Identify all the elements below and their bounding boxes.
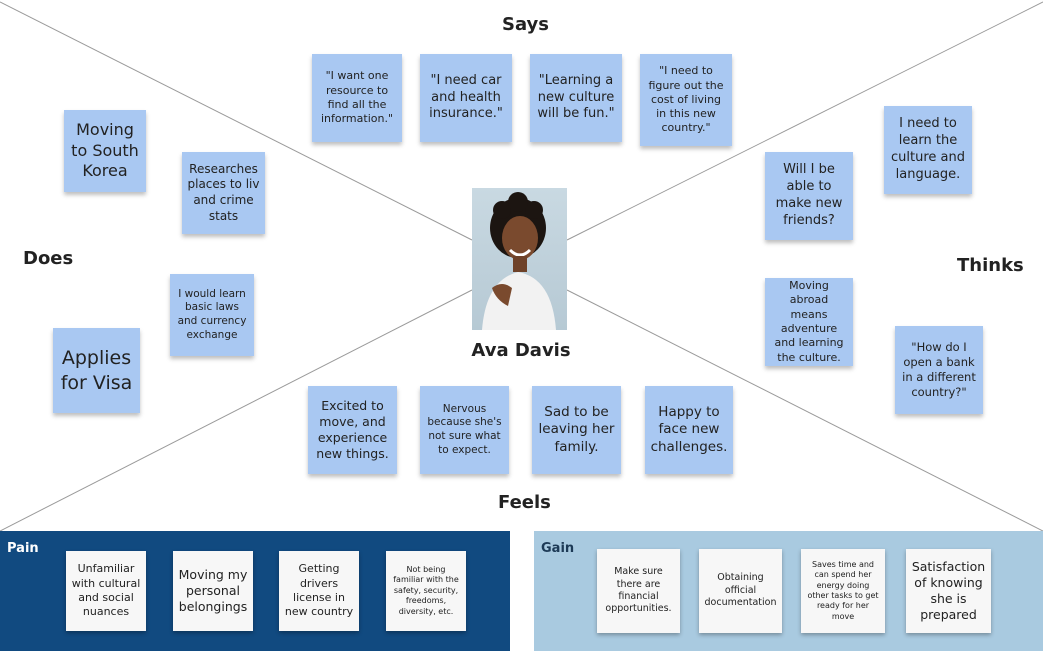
divider-line-bottom-left	[0, 289, 473, 532]
thinks-note: Will I be able to make new friends?	[765, 152, 853, 240]
pain-title: Pain	[7, 541, 39, 556]
feels-label: Feels	[498, 492, 551, 513]
feels-note: Excited to move, and experience new thin…	[308, 386, 397, 474]
gain-note: Make sure there are financial opportunit…	[597, 549, 680, 633]
says-note: "I want one resource to find all the inf…	[312, 54, 402, 142]
does-note: I would learn basic laws and currency ex…	[170, 274, 254, 356]
gain-note: Satisfaction of knowing she is prepared	[906, 549, 991, 633]
pain-note: Not being familiar with the safety, secu…	[386, 551, 466, 631]
gain-title: Gain	[541, 541, 575, 556]
persona-name: Ava Davis	[471, 340, 571, 361]
divider-line-top-left	[0, 1, 473, 241]
persona-illustration	[482, 192, 556, 330]
feels-note: Nervous because she's not sure what to e…	[420, 386, 509, 474]
says-note: "Learning a new culture will be fun."	[530, 54, 622, 142]
does-label: Does	[23, 248, 74, 269]
says-note: "I need car and health insurance."	[420, 54, 512, 142]
thinks-note: "How do I open a bank in a different cou…	[895, 326, 983, 414]
does-note: Moving to South Korea	[64, 110, 146, 192]
does-note: Applies for Visa	[53, 328, 140, 413]
gain-note: Saves time and can spend her energy doin…	[801, 549, 885, 633]
thinks-note: Moving abroad means adventure and learni…	[765, 278, 853, 366]
pain-note: Moving my personal belongings	[173, 551, 253, 631]
gain-note: Obtaining official documentation	[699, 549, 782, 633]
thinks-note: I need to learn the culture and language…	[884, 106, 972, 194]
thinks-label: Thinks	[957, 255, 1024, 276]
pain-note: Getting drivers license in new country	[279, 551, 359, 631]
says-label: Says	[502, 14, 550, 35]
feels-note: Happy to face new challenges.	[645, 386, 733, 474]
persona-photo	[472, 188, 567, 330]
does-note: Researches places to liv and crime stats	[182, 152, 265, 234]
pain-note: Unfamiliar with cultural and social nuan…	[66, 551, 146, 631]
feels-note: Sad to be leaving her family.	[532, 386, 621, 474]
divider-line-bottom-right	[566, 289, 1043, 532]
says-note: "I need to figure out the cost of living…	[640, 54, 732, 146]
divider-line-top-right	[566, 1, 1043, 241]
